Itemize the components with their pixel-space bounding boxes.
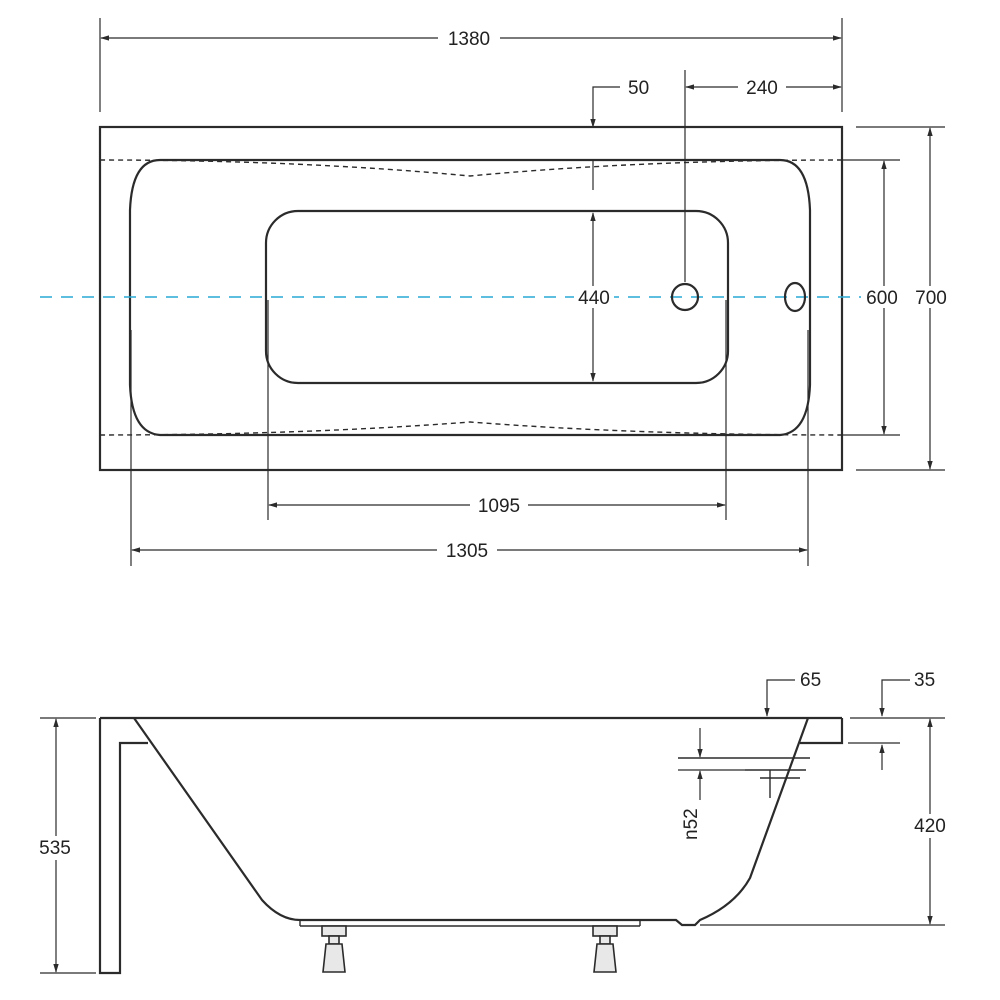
tub-bottom-area: [264, 209, 730, 385]
dim-label-inner-length: 1305: [446, 541, 488, 562]
dim-label-rim-offset: 50: [628, 78, 649, 99]
dim-label-overall-length: 1380: [448, 29, 490, 50]
adjustable-foot-left: [321, 925, 347, 973]
tub-outer-rim: [98, 125, 844, 472]
dim-label-rim-thickness: 35: [914, 670, 935, 691]
dim-label-inner-width: 600: [866, 288, 898, 309]
top-view: 1380 50 240 440 600 700 1095: [40, 18, 952, 566]
dim-label-rim-width: 65: [800, 670, 821, 691]
dim-label-total-height: 535: [39, 838, 71, 859]
dim-label-bottom-width: 440: [578, 288, 610, 309]
tub-inner-basin: [128, 158, 812, 437]
rim-dashed-line-top: [99, 159, 843, 177]
dim-label-bottom-length: 1095: [478, 496, 520, 517]
side-rim-right: [800, 718, 844, 745]
dim-label-overflow-height: n52: [681, 808, 702, 840]
dim-label-drain-offset: 240: [746, 78, 778, 99]
adjustable-foot-right: [592, 925, 618, 973]
dim-line-rim-width: [764, 679, 795, 717]
dim-line-rim-thickness: [879, 679, 910, 717]
side-tub-shell: [133, 717, 810, 927]
side-left-panel: [98, 718, 148, 975]
side-view: 65 35 n52 420 535: [30, 670, 952, 975]
drain-hole: [670, 282, 700, 312]
dim-label-tub-depth: 420: [914, 816, 946, 837]
rim-dashed-line-bottom: [99, 421, 843, 436]
overflow-hole: [783, 281, 807, 313]
overflow-fitting: [678, 757, 810, 798]
dim-line-rim-offset: [590, 86, 620, 128]
dim-label-overall-width: 700: [915, 288, 947, 309]
